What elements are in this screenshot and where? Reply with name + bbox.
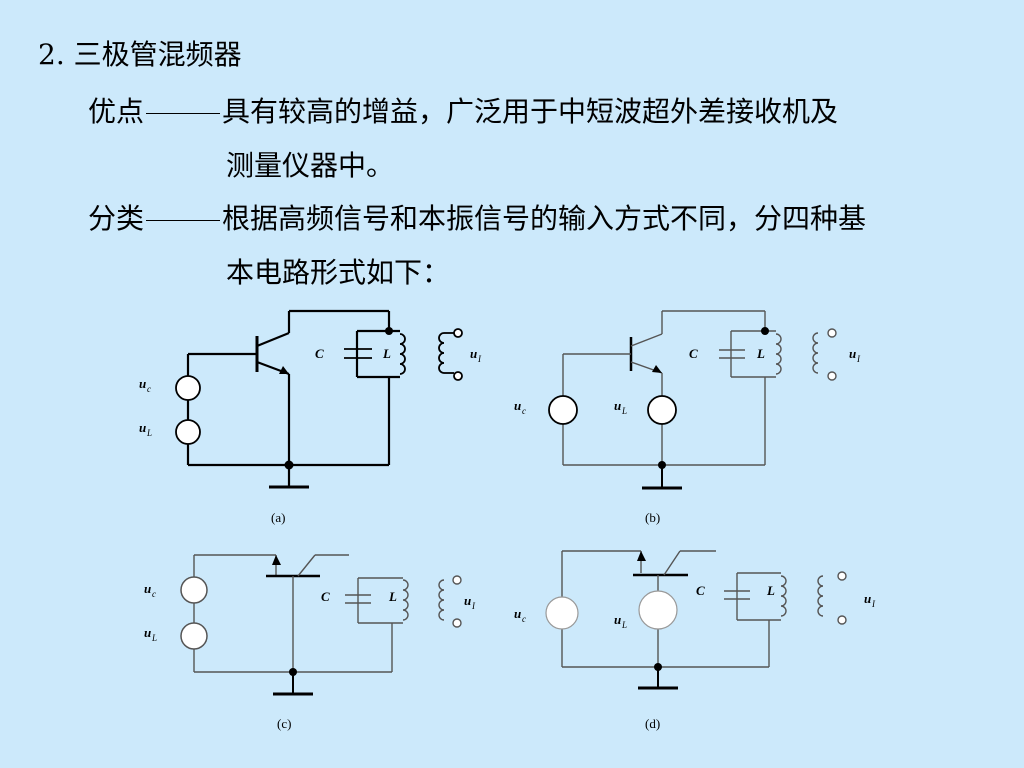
label-u-sub: c	[522, 406, 526, 416]
label-u: u	[144, 625, 151, 640]
label-L: L	[766, 583, 775, 598]
em-dash	[146, 113, 221, 114]
inductor-icon	[775, 333, 782, 375]
circuit-labels: C L u I u c u L (a) C L u I u c u L (b) …	[139, 346, 876, 731]
label-u: u	[614, 612, 621, 627]
label-u-sub: I	[477, 354, 482, 364]
label-u-sub: L	[621, 620, 627, 630]
label-u: u	[470, 346, 477, 361]
label-u-sub: c	[522, 614, 526, 624]
label-C: C	[321, 589, 330, 604]
label-u: u	[514, 606, 521, 621]
label-L: L	[388, 589, 397, 604]
circuit-a	[186, 309, 400, 489]
advantage-label: 优点	[88, 95, 145, 128]
advantage-line: 优点 具有较高的增益，广泛用于中短波超外差接收机及	[88, 95, 838, 129]
label-u: u	[144, 581, 151, 596]
category-text-1: 根据高频信号和本振信号的输入方式不同，分四种基	[222, 202, 867, 235]
label-u-sub: L	[151, 633, 157, 643]
inductor-icon	[780, 575, 787, 617]
circuit-c	[193, 554, 462, 696]
source-ul-icon	[647, 395, 677, 425]
circuit-b	[562, 310, 837, 490]
label-C: C	[689, 346, 698, 361]
caption-b: (b)	[645, 510, 660, 525]
label-u: u	[864, 591, 871, 606]
label-u-sub: L	[621, 406, 627, 416]
secondary-coil-icon	[817, 575, 824, 617]
circuit-d	[561, 550, 847, 690]
inductor-icon	[402, 579, 409, 621]
secondary-coil-icon	[812, 332, 819, 374]
label-u-sub: I	[856, 354, 861, 364]
label-L: L	[756, 346, 765, 361]
caption-d: (d)	[645, 716, 660, 731]
circuit-a-parts	[175, 375, 201, 445]
label-u: u	[514, 398, 521, 413]
circuit-a-tank-parts	[344, 328, 463, 381]
label-L: L	[382, 346, 391, 361]
source-uc-icon	[545, 596, 579, 630]
inductor-icon	[399, 333, 406, 375]
secondary-coil-icon	[438, 579, 445, 621]
label-C: C	[315, 346, 324, 361]
label-C: C	[696, 583, 705, 598]
label-u-sub: I	[871, 599, 876, 609]
label-u-sub: I	[471, 601, 476, 611]
advantage-text-1: 具有较高的增益，广泛用于中短波超外差接收机及	[222, 95, 839, 128]
source-uc-icon	[175, 375, 201, 401]
label-u: u	[139, 420, 146, 435]
secondary-coil-icon	[438, 332, 445, 374]
caption-c: (c)	[277, 716, 291, 731]
label-u-sub: c	[152, 589, 156, 599]
category-label: 分类	[88, 202, 145, 235]
source-uc-icon	[180, 576, 208, 604]
source-uc-icon	[548, 395, 578, 425]
label-u-sub: c	[147, 384, 151, 394]
label-u: u	[849, 346, 856, 361]
advantage-line-2: 测量仪器中。	[226, 149, 395, 182]
label-u: u	[139, 376, 146, 391]
em-dash	[146, 220, 221, 221]
caption-a: (a)	[271, 510, 285, 525]
label-u-sub: L	[146, 428, 152, 438]
source-ul-icon	[638, 590, 678, 630]
source-ul-icon	[180, 622, 208, 650]
source-ul-icon	[175, 419, 201, 445]
category-line-2: 本电路形式如下：	[226, 256, 451, 289]
slide-title: 2. 三极管混频器	[38, 38, 242, 71]
category-line: 分类 根据高频信号和本振信号的输入方式不同，分四种基	[88, 202, 866, 236]
label-u: u	[614, 398, 621, 413]
label-u: u	[464, 593, 471, 608]
